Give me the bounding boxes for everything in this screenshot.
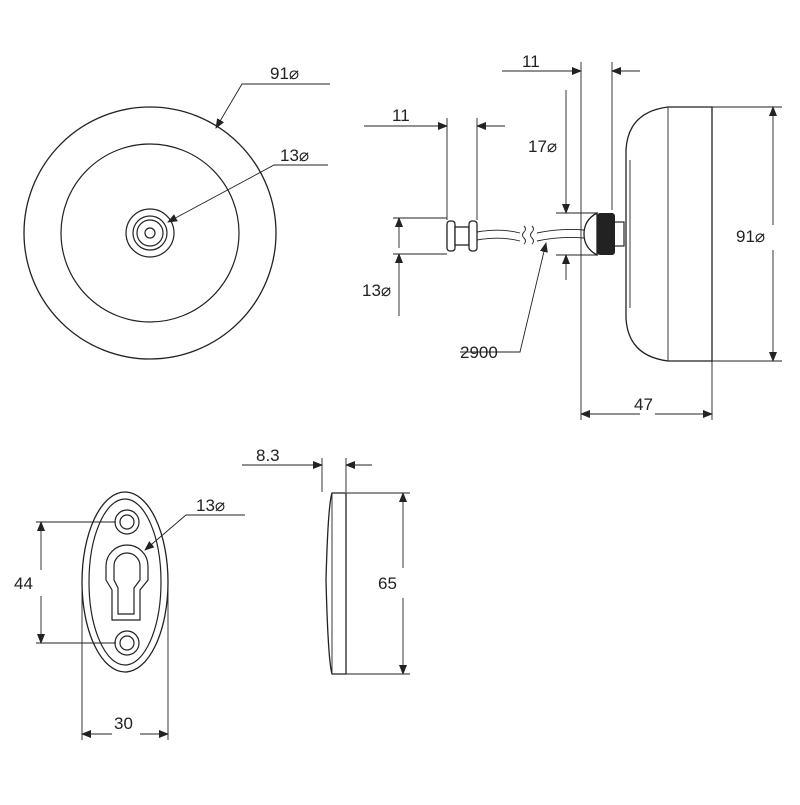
screw-hole-top-inner [119, 514, 135, 530]
leader-cable-length [460, 242, 548, 353]
label-body-diameter: 91⌀ [736, 227, 765, 246]
knob-center-hole [144, 227, 156, 239]
knob-mid-ring [132, 215, 168, 251]
cable-break-right [530, 225, 534, 245]
plate-front-view: 13⌀ 44 30 [14, 491, 245, 740]
label-front-center-diameter: 13⌀ [280, 146, 309, 165]
leader-center-diameter [167, 164, 328, 223]
inner-face-circle [60, 143, 240, 323]
side-body-outline [625, 106, 713, 362]
label-knob-width: 11 [522, 52, 540, 71]
plug-flange-right [468, 220, 478, 252]
label-plate-height: 65 [378, 574, 397, 593]
label-plate-thickness: 8.3 [256, 446, 280, 465]
label-knob-diameter: 17⌀ [528, 137, 557, 156]
keyhole-outer [105, 544, 149, 621]
label-cable-length: 2900 [460, 343, 498, 362]
label-front-outer-diameter: 91⌀ [270, 64, 299, 83]
outer-body-circle [23, 106, 277, 360]
label-plug-diameter: 13⌀ [362, 281, 391, 300]
label-hole-spacing: 44 [14, 574, 33, 593]
knob-dome [583, 211, 598, 257]
plug-view: 11 13⌀ 2900 [362, 106, 585, 362]
plug-body [454, 226, 470, 246]
plate-inner-edge [88, 498, 162, 666]
knob-cap [597, 213, 615, 255]
label-plug-width: 11 [392, 106, 410, 125]
leader-plate-hole [144, 514, 245, 551]
label-plate-width: 30 [114, 714, 133, 733]
cable-upper-right [536, 228, 585, 234]
label-depth: 47 [634, 395, 653, 414]
leader-outer-diameter [215, 83, 330, 129]
knob-outer-ring [125, 208, 175, 258]
knob-stem [613, 221, 625, 247]
cable-lower-left [476, 237, 521, 242]
plate-outer [81, 491, 169, 673]
cable-upper-left [476, 229, 521, 234]
plate-side-profile [325, 492, 347, 675]
knob-inner-ring [136, 219, 164, 247]
cable-lower-right [536, 236, 585, 242]
plug-flange-left [446, 220, 456, 252]
plate-side-view: 8.3 65 [242, 446, 410, 675]
screw-hole-bottom-inner [119, 635, 135, 651]
side-view: 11 17⌀ 91⌀ 47 [502, 52, 782, 420]
front-view: 91⌀ 13⌀ [23, 64, 330, 360]
keyhole-inner [113, 552, 141, 615]
label-plate-hole-diameter: 13⌀ [196, 496, 225, 515]
cable-break-left [522, 225, 526, 245]
